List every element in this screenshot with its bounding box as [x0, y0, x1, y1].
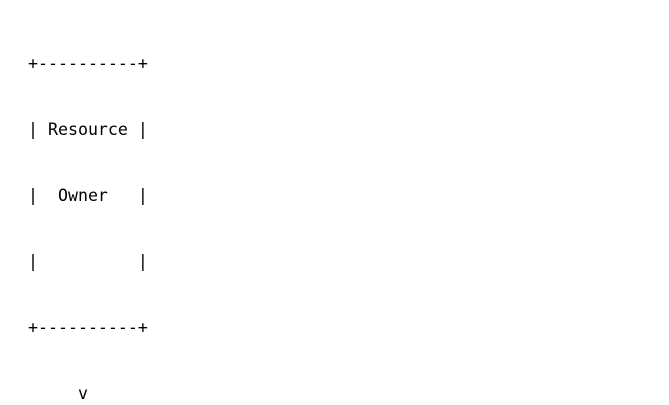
resource-owner-box-bottom: +----------+ [28, 318, 148, 337]
resource-owner-box-row-owner: | Owner | [28, 186, 148, 205]
ascii-art: +----------+ | Resource | | Owner | | | … [28, 9, 647, 405]
resource-owner-box-row-empty: | | [28, 252, 148, 271]
flow-a-arrow-head-upper: v [28, 384, 88, 403]
resource-owner-box-row-resource: | Resource | [28, 120, 148, 139]
resource-owner-box-top: +----------+ [28, 54, 148, 73]
